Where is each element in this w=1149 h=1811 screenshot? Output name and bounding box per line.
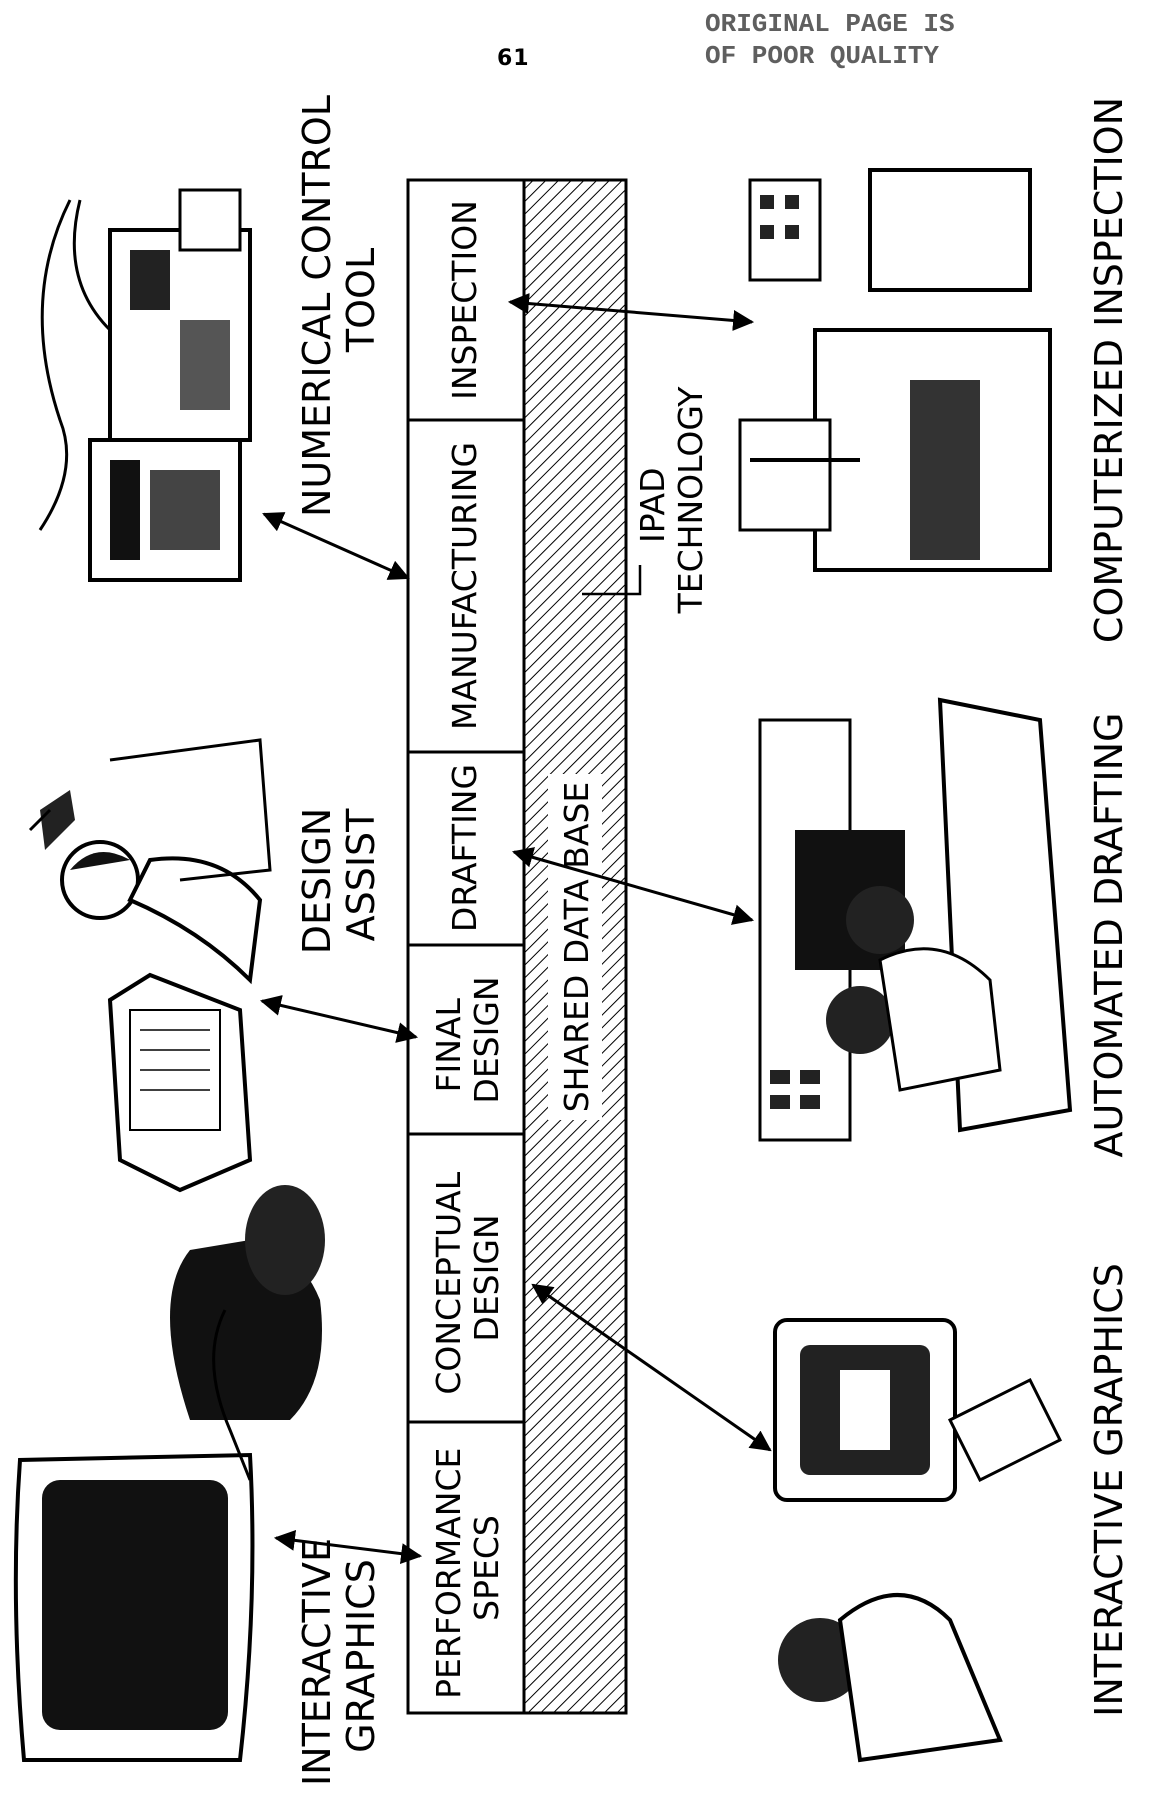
stage-1-line-2: SPECS	[467, 1515, 506, 1621]
nc-machine-tool-illustration	[40, 190, 250, 580]
arrow-final-design	[262, 1001, 416, 1037]
inspection-machine-illustration	[740, 170, 1050, 570]
shared-database-label-group: SHARED DATA BASE	[548, 774, 602, 1120]
upper-captions: INTERACTIVE GRAPHICS DESIGN ASSIST NUMER…	[295, 83, 383, 1786]
stage-2-line-1: CONCEPTUAL	[429, 1171, 468, 1394]
arrow-manufacturing	[264, 514, 408, 578]
caption-automated-drafting: AUTOMATED DRAFTING	[1087, 713, 1131, 1158]
shared-database-label: SHARED DATA BASE	[557, 782, 596, 1113]
caption-interactive-graphics-upper: INTERACTIVE GRAPHICS	[295, 1526, 383, 1786]
caption-computerized-inspection: COMPUTERIZED INSPECTION	[1087, 97, 1131, 643]
stage-drafting: DRAFTING	[445, 764, 484, 932]
caption-design-assist: DESIGN ASSIST	[295, 796, 383, 955]
graphics-workstation-illustration	[775, 1320, 1060, 1760]
stage-inspection: INSPECTION	[445, 200, 484, 400]
caption-da-line-1: DESIGN	[295, 808, 339, 954]
drafting-plotter-illustration	[760, 700, 1070, 1140]
ipad-technology-label: IPAD TECHNOLOGY	[633, 386, 710, 615]
stage-1-line-1: PERFORMANCE	[429, 1448, 468, 1699]
caption-ig-line-2: GRAPHICS	[339, 1559, 383, 1753]
ipad-line-1: IPAD	[633, 467, 672, 543]
stage-manufacturing: MANUFACTURING	[445, 442, 484, 730]
ipad-line-2: TECHNOLOGY	[671, 386, 710, 615]
caption-ig-line-1: INTERACTIVE	[295, 1538, 339, 1786]
caption-nc-line-2: TOOL	[339, 248, 383, 353]
caption-interactive-graphics-lower: INTERACTIVE GRAPHICS	[1087, 1263, 1131, 1717]
crt-terminal-illustration	[16, 1185, 325, 1760]
stage-5-line-1: MANUFACTURING	[445, 442, 484, 730]
caption-numerical-control-tool: NUMERICAL CONTROL TOOL	[295, 83, 383, 517]
stage-2-line-2: DESIGN	[467, 1214, 506, 1341]
designer-terminal-illustration	[30, 740, 270, 1190]
stage-3-line-1: FINAL	[429, 997, 468, 1092]
caption-nc-line-1: NUMERICAL CONTROL	[295, 95, 339, 517]
stage-4-line-1: DRAFTING	[445, 764, 484, 932]
stage-final-design: FINAL DESIGN	[429, 976, 506, 1103]
stage-6-line-1: INSPECTION	[445, 200, 484, 400]
lower-captions: INTERACTIVE GRAPHICS AUTOMATED DRAFTING …	[1087, 97, 1131, 1717]
stage-3-line-2: DESIGN	[467, 976, 506, 1103]
caption-da-line-2: ASSIST	[339, 808, 383, 942]
